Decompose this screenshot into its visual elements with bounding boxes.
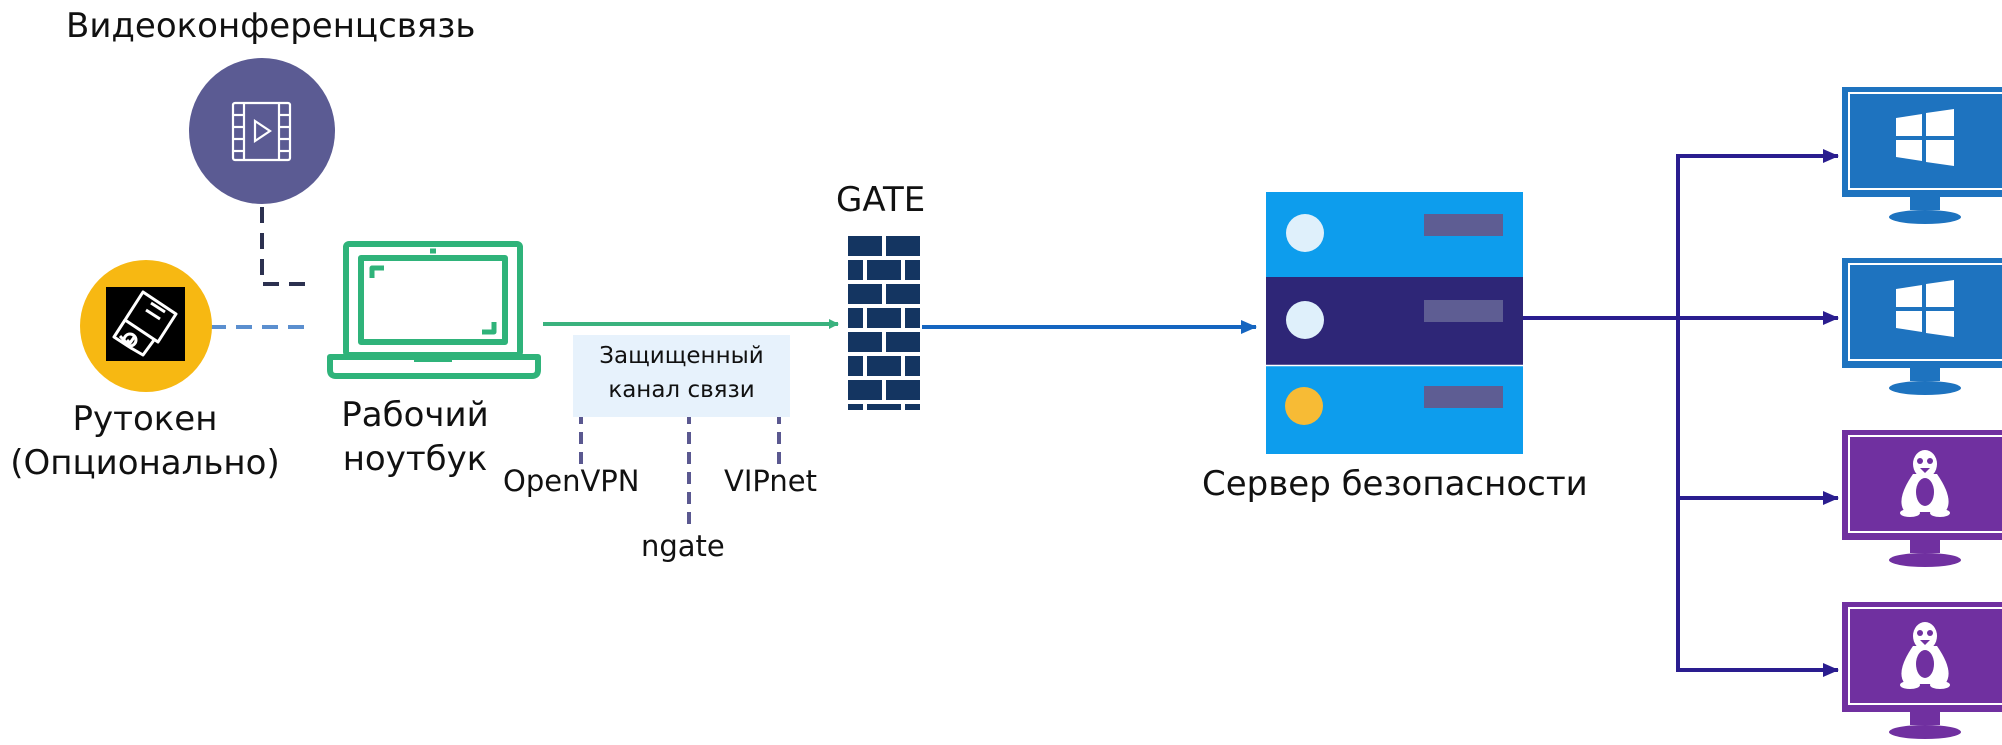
ngate-label: ngate <box>641 529 725 563</box>
target-monitor-3 <box>1842 430 2002 567</box>
videoconf-label: Видеоконференцсвязь <box>66 6 476 46</box>
channel-box <box>573 335 790 417</box>
server-stack-icon <box>1266 192 1523 454</box>
linux-monitor-icon <box>1842 602 2002 739</box>
linux-monitor-icon <box>1842 430 2002 567</box>
video-to-laptop-connector <box>260 207 312 286</box>
laptop-label-line2: ноутбук <box>342 439 488 479</box>
channel-label-line1: Защищенный <box>599 343 764 369</box>
target-monitor-1 <box>1842 87 2002 224</box>
videoconference-node <box>189 58 335 204</box>
laptop-icon <box>327 241 541 379</box>
server-label: Сервер безопасности <box>1202 464 1588 504</box>
usb-token-icon <box>112 290 178 357</box>
video-play-icon <box>231 101 292 162</box>
dashed-connectors <box>210 207 781 530</box>
rutoken-node <box>80 260 212 392</box>
gate-label: GATE <box>836 180 926 220</box>
laptop-label-line1: Рабочий <box>341 395 489 435</box>
channel-label-line2: канал связи <box>608 377 755 403</box>
firewall-icon <box>848 236 920 410</box>
vipnet-label: VIPnet <box>724 464 817 498</box>
windows-monitor-icon <box>1842 87 2002 224</box>
rutoken-label-line1: Рутокен <box>72 399 218 439</box>
openvpn-label: OpenVPN <box>503 464 640 498</box>
target-monitor-2 <box>1842 258 2002 395</box>
windows-monitor-icon <box>1842 258 2002 395</box>
rutoken-label-line2: (Опционально) <box>10 443 280 483</box>
branch-connectors <box>1523 149 1839 677</box>
target-monitor-4 <box>1842 602 2002 739</box>
target-monitors <box>1842 87 2002 739</box>
